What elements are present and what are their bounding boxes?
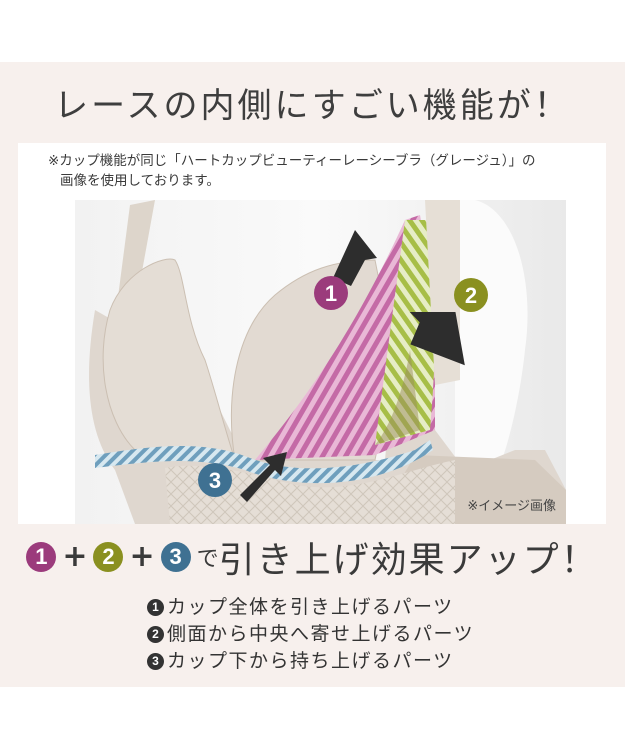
number-badge: 3 <box>147 653 164 670</box>
image-note: ※カップ機能が同じ「ハートカップビューティーレーシーブラ（グレージュ）」の 画像… <box>48 151 588 191</box>
page-title: レースの内側にすごい機能が！ <box>54 86 571 126</box>
feature-panel: レースの内側にすごい機能が！ ※カップ機能が同じ「ハートカップビューティーレーシ… <box>0 62 625 687</box>
headline: 1 + 2 + 3 で 引き上げ効果アップ！ <box>0 532 625 582</box>
list-item: 3 カップ下から持ち上げるパーツ <box>147 648 527 675</box>
number-badge: 1 <box>147 599 164 616</box>
plus-sign: + <box>62 539 88 574</box>
svg-text:1: 1 <box>325 281 337 306</box>
number-badge: 2 <box>147 626 164 643</box>
arrow-up-icon <box>333 230 377 286</box>
bra-illustration: 1 2 3 <box>75 200 566 524</box>
badge-1: 1 <box>26 542 57 572</box>
marker-2 <box>454 278 488 312</box>
feature-text: 側面から中央へ寄せ上げるパーツ <box>167 623 475 645</box>
svg-text:2: 2 <box>465 283 477 308</box>
photo-caption: ※イメージ画像 <box>467 499 556 514</box>
marker-1 <box>314 276 348 310</box>
badge-2: 2 <box>93 542 124 572</box>
image-note-line1: ※カップ機能が同じ「ハートカップビューティーレーシーブラ（グレージュ）」の <box>48 153 536 169</box>
image-note-line2: 画像を使用しております。 <box>60 173 220 189</box>
arrow-upright-icon <box>240 452 287 502</box>
headline-text: 引き上げ効果アップ！ <box>218 540 599 581</box>
image-card: ※カップ機能が同じ「ハートカップビューティーレーシーブラ（グレージュ）」の 画像… <box>18 143 606 524</box>
arrow-left-icon <box>409 311 465 366</box>
svg-text:3: 3 <box>209 468 221 493</box>
feature-list: 1 カップ全体を引き上げるパーツ 2 側面から中央へ寄せ上げるパーツ 3 カップ… <box>147 594 527 675</box>
marker-3 <box>198 463 232 497</box>
plus-sign: + <box>129 539 155 574</box>
badge-3: 3 <box>160 542 191 572</box>
list-item: 1 カップ全体を引き上げるパーツ <box>147 594 527 621</box>
feature-text: カップ全体を引き上げるパーツ <box>167 596 454 618</box>
list-item: 2 側面から中央へ寄せ上げるパーツ <box>147 621 527 648</box>
feature-text: カップ下から持ち上げるパーツ <box>167 650 454 672</box>
headline-particle: で <box>196 547 219 572</box>
product-photo: 1 2 3 ※イメージ画像 <box>75 200 566 524</box>
